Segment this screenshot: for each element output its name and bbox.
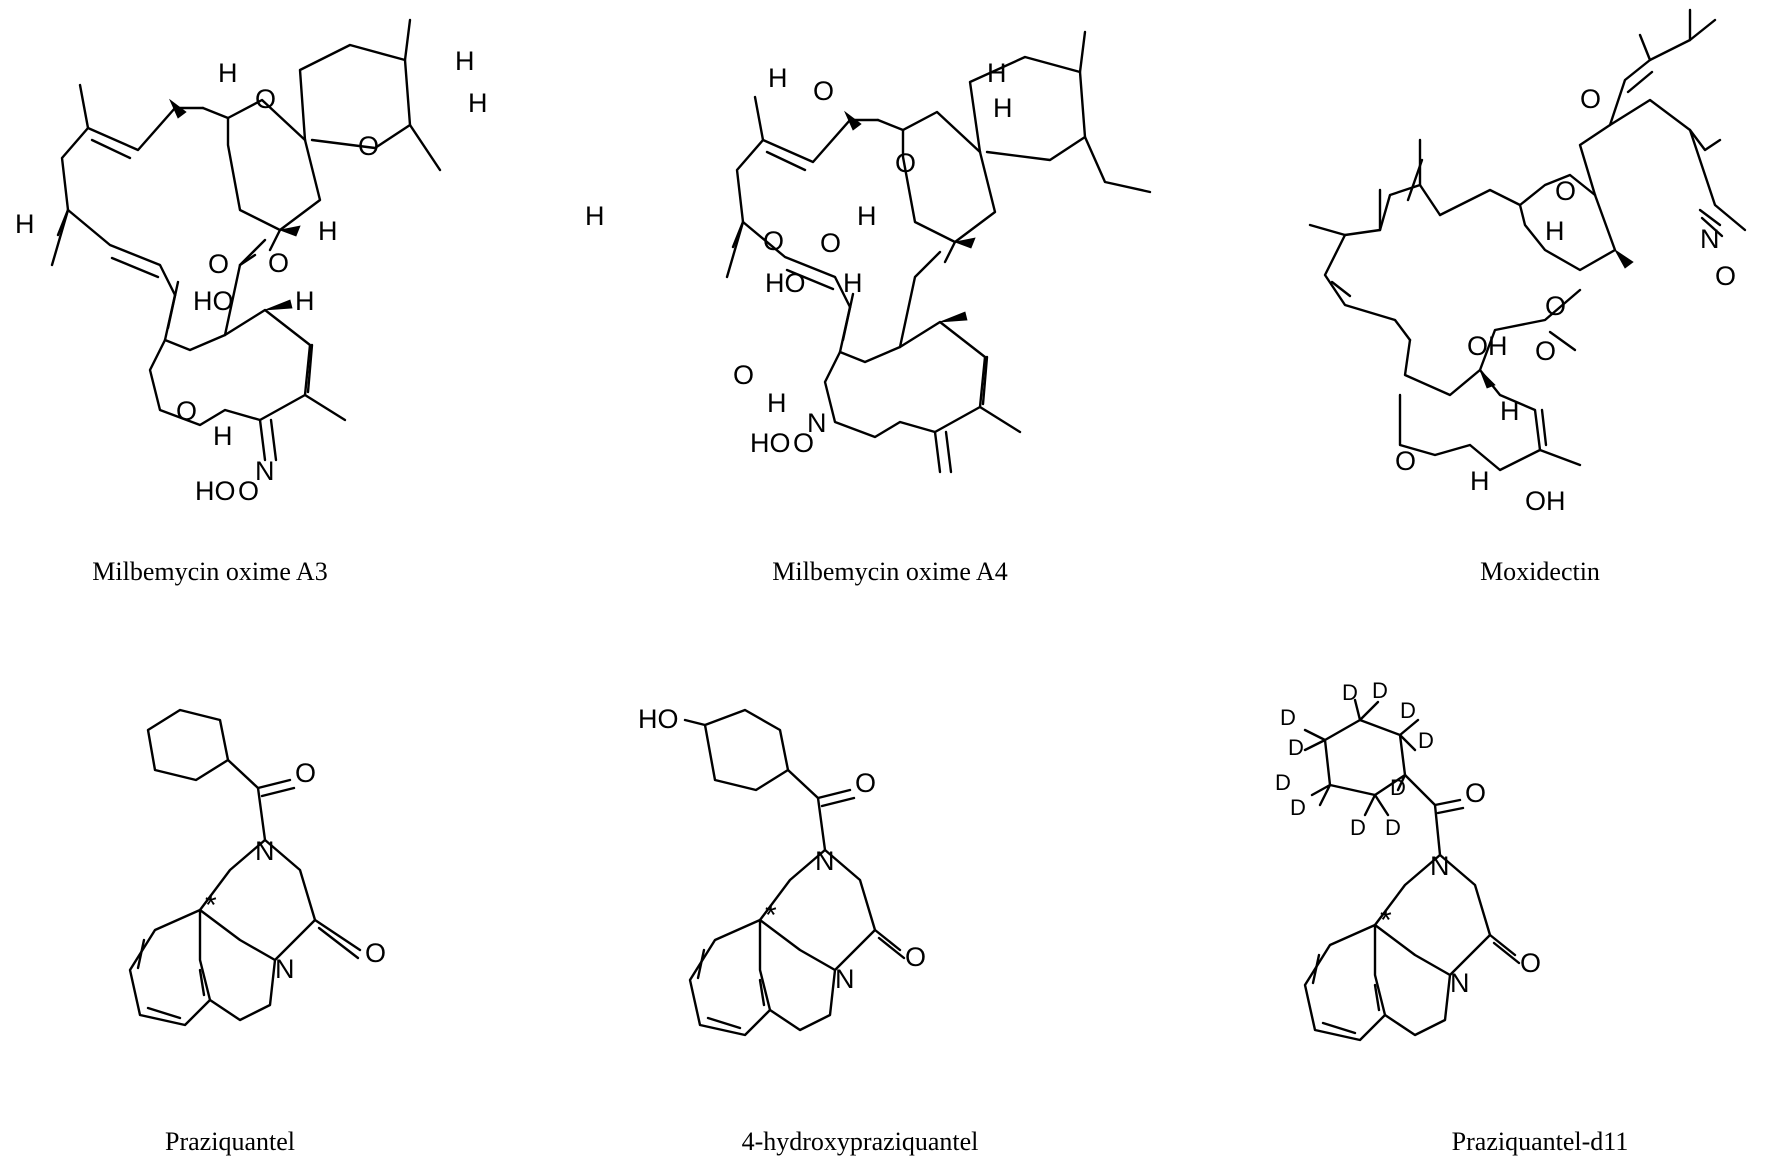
caption-praziquantel: Praziquantel bbox=[165, 1127, 295, 1156]
caption-4-hydroxypraziquantel: 4-hydroxypraziquantel bbox=[742, 1127, 979, 1156]
atom-o: O bbox=[295, 758, 316, 788]
atom-d: D bbox=[1280, 705, 1296, 730]
atom-d: D bbox=[1372, 678, 1388, 703]
structure-moxidectin: O O H N O O OH O H O H OH bbox=[1308, 8, 1747, 516]
atom-o: O bbox=[1580, 84, 1601, 114]
atom-n: N bbox=[807, 408, 827, 438]
atom-n: N bbox=[275, 954, 295, 984]
atom-d: D bbox=[1350, 815, 1366, 840]
atom-h: H bbox=[468, 88, 488, 118]
atom-o: O bbox=[733, 360, 754, 390]
atom-d: D bbox=[1390, 775, 1406, 800]
atom-n: N bbox=[815, 846, 835, 876]
structure-milbemycin-oxime-a4: H O O H H H H O O HO H O H N HO O bbox=[585, 30, 1152, 474]
atom-o: O bbox=[1545, 291, 1566, 321]
atom-oh: OH bbox=[1525, 486, 1566, 516]
atom-o: O bbox=[238, 476, 259, 506]
atom-d: D bbox=[1275, 770, 1291, 795]
atom-h: H bbox=[15, 209, 35, 239]
atom-o: O bbox=[358, 131, 379, 161]
atom-o: O bbox=[1715, 261, 1736, 291]
structure-praziquantel: O N O N * bbox=[128, 708, 386, 1027]
atom-o: O bbox=[268, 248, 289, 278]
atom-h: H bbox=[767, 388, 787, 418]
atom-o: O bbox=[1520, 948, 1541, 978]
atom-ho: HO bbox=[195, 476, 236, 506]
atom-d: D bbox=[1290, 795, 1306, 820]
atom-o: O bbox=[1395, 446, 1416, 476]
atom-h: H bbox=[213, 421, 233, 451]
caption-milbemycin-oxime-a3: Milbemycin oxime A3 bbox=[92, 557, 327, 586]
atom-n: N bbox=[255, 836, 275, 866]
atom-oh: OH bbox=[1467, 331, 1508, 361]
atom-ho: HO bbox=[638, 704, 679, 734]
atom-o: O bbox=[365, 938, 386, 968]
atom-o: O bbox=[255, 84, 276, 114]
structure-4-hydroxypraziquantel: HO O N O N * bbox=[638, 704, 926, 1037]
atom-o: O bbox=[1555, 176, 1576, 206]
atom-d: D bbox=[1400, 698, 1416, 723]
atom-d: D bbox=[1342, 680, 1358, 705]
atom-o: O bbox=[905, 942, 926, 972]
atom-h: H bbox=[218, 58, 238, 88]
atom-h: H bbox=[1545, 216, 1565, 246]
structure-praziquantel-d11: D D D D D D D D D D D O N O N * bbox=[1275, 678, 1541, 1042]
atom-n: N bbox=[835, 964, 855, 994]
atom-o: O bbox=[176, 396, 197, 426]
atom-ho: HO bbox=[750, 428, 791, 458]
atom-h: H bbox=[455, 46, 475, 76]
atom-o: O bbox=[820, 228, 841, 258]
atom-ho: HO bbox=[193, 286, 234, 316]
caption-milbemycin-oxime-a4: Milbemycin oxime A4 bbox=[772, 557, 1007, 586]
stereocenter-star: * bbox=[205, 889, 217, 922]
atom-h: H bbox=[1470, 466, 1490, 496]
atom-d: D bbox=[1385, 815, 1401, 840]
atom-n: N bbox=[255, 456, 275, 486]
atom-h: H bbox=[987, 58, 1007, 88]
atom-o: O bbox=[763, 226, 784, 256]
atom-o: O bbox=[1535, 336, 1556, 366]
atom-h: H bbox=[585, 201, 605, 231]
atom-n: N bbox=[1700, 224, 1720, 254]
atom-h: H bbox=[295, 286, 315, 316]
atom-h: H bbox=[768, 63, 788, 93]
caption-moxidectin: Moxidectin bbox=[1480, 557, 1600, 586]
atom-h: H bbox=[318, 216, 338, 246]
structure-milbemycin-oxime-a3: H O O H H H H O O HO H O H N HO O bbox=[15, 18, 488, 506]
atom-o: O bbox=[855, 768, 876, 798]
atom-o: O bbox=[793, 428, 814, 458]
atom-h: H bbox=[857, 201, 877, 231]
atom-d: D bbox=[1288, 735, 1304, 760]
atom-n: N bbox=[1450, 968, 1470, 998]
atom-o: O bbox=[813, 76, 834, 106]
atom-d: D bbox=[1418, 728, 1434, 753]
atom-o: O bbox=[1465, 778, 1486, 808]
atom-h: H bbox=[843, 268, 863, 298]
atom-ho: HO bbox=[765, 268, 806, 298]
caption-praziquantel-d11: Praziquantel-d11 bbox=[1452, 1127, 1629, 1156]
stereocenter-star: * bbox=[765, 899, 777, 932]
atom-h: H bbox=[993, 93, 1013, 123]
atom-n: N bbox=[1430, 851, 1450, 881]
atom-h: H bbox=[1500, 396, 1520, 426]
stereocenter-star: * bbox=[1380, 904, 1392, 937]
atom-o: O bbox=[895, 148, 916, 178]
atom-o: O bbox=[208, 249, 229, 279]
